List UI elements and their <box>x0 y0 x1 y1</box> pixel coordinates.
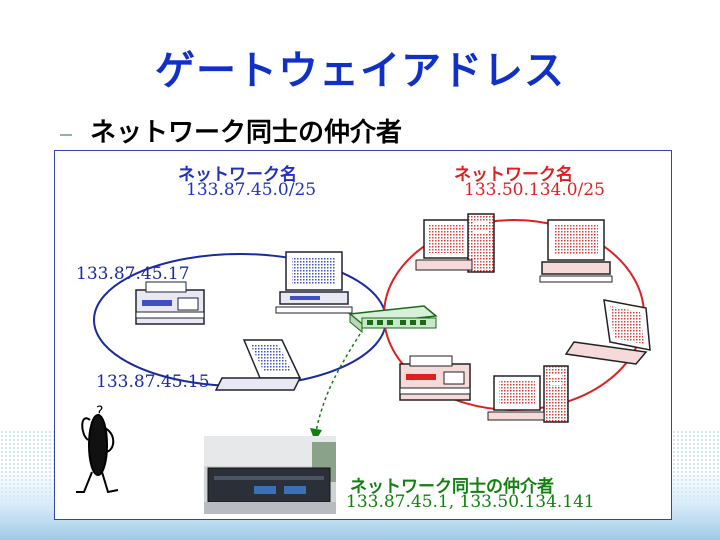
slide-subtitle: ネットワーク同士の仲介者 <box>90 118 403 148</box>
right-network-name-label: ネットワーク名 <box>454 165 573 185</box>
network-diagram: ? <box>76 213 651 514</box>
gateway-device-photo <box>204 436 336 514</box>
right-desktop-upper-right-icon <box>539 219 613 283</box>
host-ip-label: 133.87.45.15 <box>96 372 210 392</box>
svg-text:?: ? <box>96 404 103 420</box>
left-desktop-icon <box>275 251 353 314</box>
left-printer-icon <box>135 281 205 325</box>
gateway-addresses: 133.87.45.1, 133.50.134.141 <box>346 492 595 512</box>
gateway-hub-icon <box>348 305 438 334</box>
right-network-address: 133.50.134.0/25 <box>464 180 605 200</box>
left-network-address: 133.87.45.0/25 <box>186 180 317 200</box>
right-laptop-icon <box>564 299 651 365</box>
slide-title: ゲートウェイアドレス <box>155 48 565 94</box>
bullet-marker <box>60 134 72 136</box>
diagram-panel <box>54 150 672 520</box>
left-laptop-icon <box>214 339 302 391</box>
puzzled-figure-icon: ? <box>76 404 119 494</box>
right-printer-icon <box>399 355 471 401</box>
right-desktop-bottom-icon <box>487 365 569 423</box>
right-desktop-top-icon <box>415 213 495 273</box>
left-network-name-label: ネットワーク名 <box>178 165 297 185</box>
gateway-label: ネットワーク同士の仲介者 <box>350 477 554 497</box>
host-ip-label: 133.87.45.17 <box>76 264 190 284</box>
gateway-pointer-arrow <box>315 333 361 433</box>
